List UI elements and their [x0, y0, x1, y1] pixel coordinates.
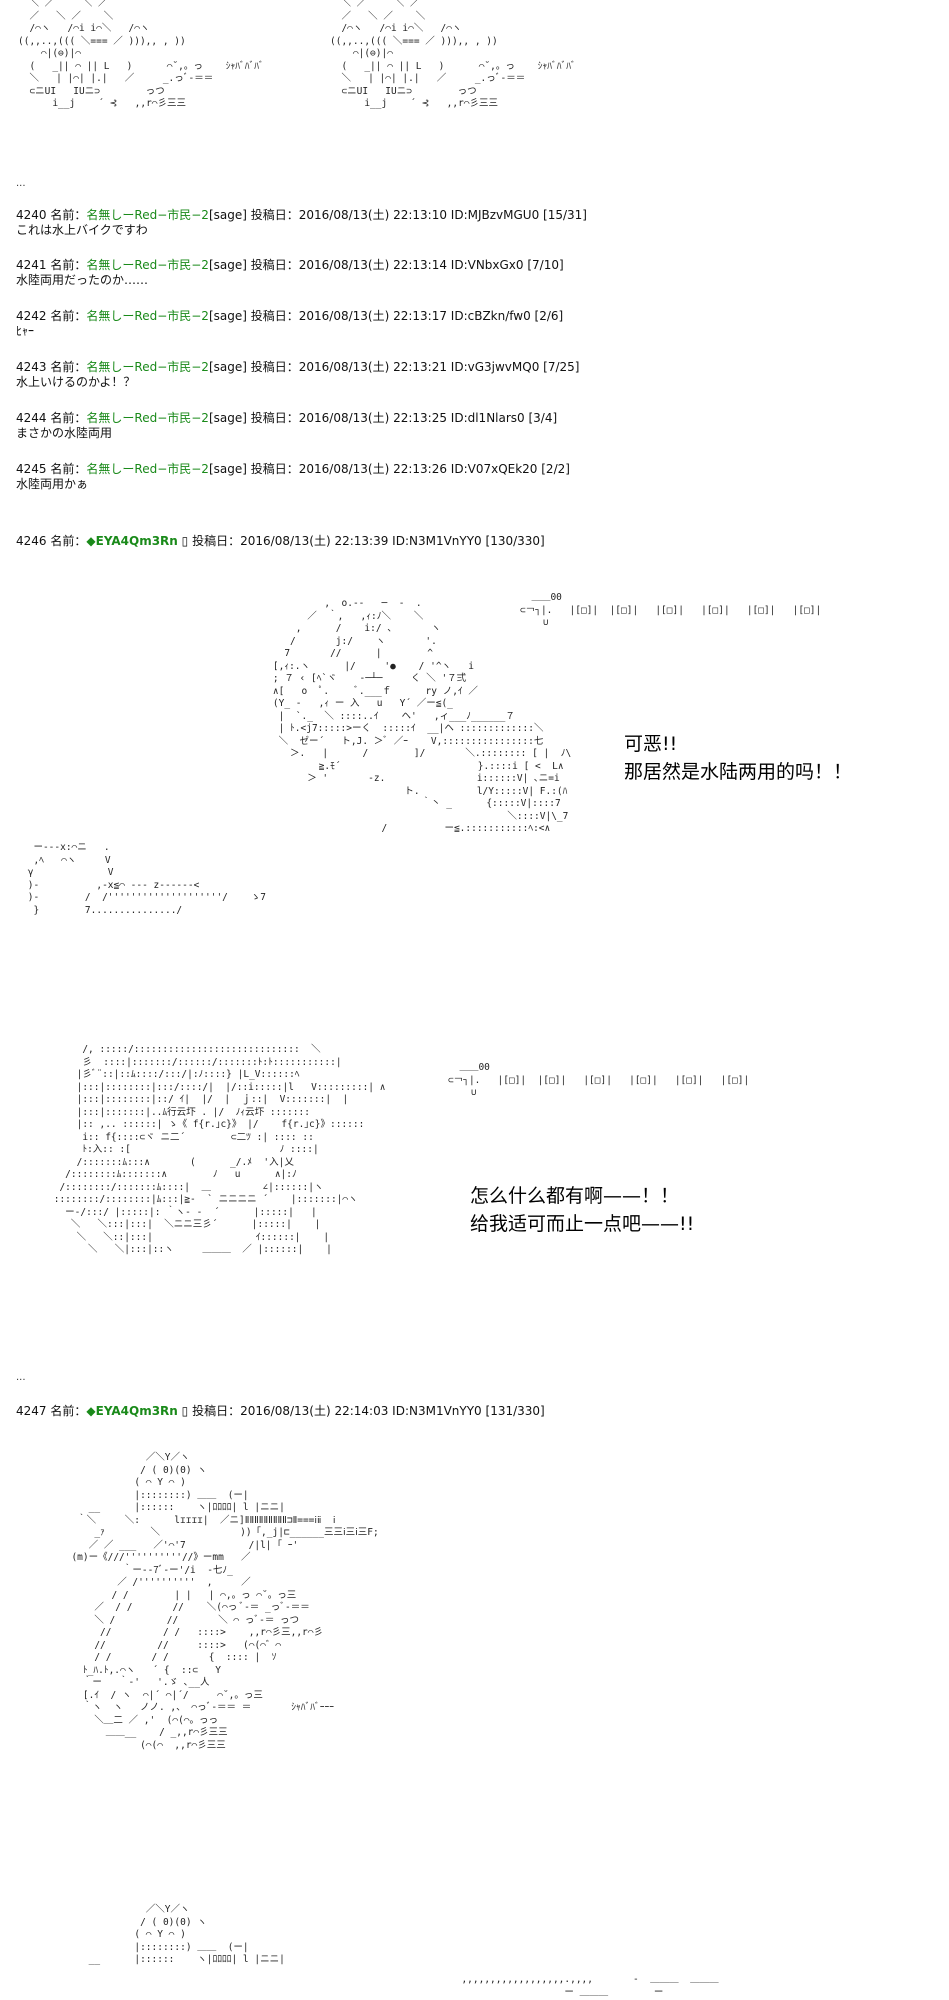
post-number[interactable]: 4246	[16, 534, 47, 548]
post: 4242 名前：名無しーRed−市民−2[sage] 投稿日：2016/08/1…	[16, 309, 563, 339]
post-date: 投稿日：2016/08/13(土) 22:13:14 ID:VNbxGx0 [7…	[250, 258, 564, 272]
header-art-right: ＼ ／ ＼ ／ ／ ＼ ／ ＼ /⌒ヽ /⌒i i⌒＼ /⌒ヽ ((,,..,(…	[330, 0, 576, 109]
name-label: 名前：	[50, 462, 87, 476]
post-body: 水上いけるのかよ！？	[16, 375, 136, 389]
post-date: 投稿日：2016/08/13(土) 22:13:26 ID:V07xQEk20 …	[250, 462, 570, 476]
poster-name[interactable]: 名無しーRed−市民−2	[86, 360, 209, 374]
sage-tag: [sage]	[208, 462, 247, 476]
name-label: 名前：	[50, 360, 87, 374]
post-body: 水陸両用だったのか……	[16, 273, 149, 287]
character-ascii-art: /, :::::/::::::::::::::::::::::::::::: ＼…	[53, 1044, 386, 1255]
dialogue-caption: 怎么什么都有啊——！！ 给我适可而止一点吧——!!	[470, 1182, 694, 1238]
post-number[interactable]: 4244	[16, 411, 47, 425]
post-date: 投稿日：2016/08/13(土) 22:13:25 ID:dl1Nlars0 …	[250, 411, 558, 425]
post-body: ﾋｬｰ	[16, 324, 35, 338]
post-number[interactable]: 4243	[16, 360, 47, 374]
post-date: 投稿日：2016/08/13(土) 22:13:17 ID:cBZkn/fw0 …	[250, 309, 564, 323]
post: 4244 名前：名無しーRed−市民−2[sage] 投稿日：2016/08/1…	[16, 411, 557, 441]
post: 4245 名前：名無しーRed−市民−2[sage] 投稿日：2016/08/1…	[16, 462, 570, 492]
sage-tag: [sage]	[208, 208, 247, 222]
poster-name[interactable]: 名無しーRed−市民−2	[86, 208, 209, 222]
post: 4240 名前：名無しーRed−市民−2[sage] 投稿日：2016/08/1…	[16, 208, 587, 238]
post-header-4246: 4246 名前：◆EYA4Qm3Rn ▯ 投稿日：2016/08/13(土) 2…	[16, 534, 545, 549]
post-number[interactable]: 4240	[16, 208, 47, 222]
post-body: まさかの水陸両用	[16, 426, 113, 440]
sage-tag: [sage]	[208, 360, 247, 374]
name-label: 名前：	[50, 208, 87, 222]
speed-lines-ascii-art: ,,,,,,,,,,,,,,,,,,.,,,, ‐ ＿＿＿ ＿＿＿ ー ＿＿＿ …	[461, 1974, 719, 1998]
gun-ascii-art: ＿＿00 ⊂￢┐|. |[□]| |[□]| |[□]| |[□]| |[□]|…	[520, 592, 822, 628]
caption-line: 怎么什么都有啊——！！	[470, 1185, 680, 1207]
mail-icon[interactable]: ▯	[181, 534, 189, 548]
sage-tag: [sage]	[208, 411, 247, 425]
name-label: 名前：	[50, 309, 87, 323]
post-date: 投稿日：2016/08/13(土) 22:13:39 ID:N3M1VnYY0 …	[192, 534, 545, 548]
poster-trip[interactable]: ◆EYA4Qm3Rn	[86, 534, 178, 548]
vehicle-ascii-art: ー‐‐-x:⌒ニ . ,ﾍ ⌒ヽ V γ V )- ,-x≦⌒ ‐‐‐ z‐‐-…	[27, 842, 266, 916]
post-date: 投稿日：2016/08/13(土) 22:13:10 ID:MJBzvMGU0 …	[250, 208, 587, 222]
post-number[interactable]: 4242	[16, 309, 47, 323]
poster-name[interactable]: 名無しーRed−市民−2	[86, 309, 209, 323]
character-ascii-art: , o.-‐ ─ ‐ . ／ ｀, ,ｨ:ﾉ＼ ＼ , / i:/ 、 ヽ / …	[272, 598, 572, 834]
post-date: 投稿日：2016/08/13(土) 22:13:21 ID:vG3jwvMQ0 …	[250, 360, 580, 374]
name-label: 名前：	[50, 258, 87, 272]
post: 4241 名前：名無しーRed−市民−2[sage] 投稿日：2016/08/1…	[16, 258, 564, 288]
name-label: 名前：	[50, 1404, 87, 1418]
post-date: 投稿日：2016/08/13(土) 22:14:03 ID:N3M1VnYY0 …	[192, 1404, 545, 1418]
poster-name[interactable]: 名無しーRed−市民−2	[86, 258, 209, 272]
caption-line: 给我适可而止一点吧——!!	[470, 1213, 695, 1235]
poster-name[interactable]: 名無しーRed−市民−2	[86, 462, 209, 476]
name-label: 名前：	[50, 411, 87, 425]
post-body: 水陸両用かぁ	[16, 477, 89, 491]
sage-tag: [sage]	[208, 258, 247, 272]
post-number[interactable]: 4241	[16, 258, 47, 272]
post: 4243 名前：名無しーRed−市民−2[sage] 投稿日：2016/08/1…	[16, 360, 579, 390]
gunner-ascii-art: ／＼Y／ヽ / ( 0)(0) ヽ ( ⌒ Y ⌒ ) |::::::::) ＿…	[71, 1452, 379, 1751]
sage-tag: [sage]	[208, 309, 247, 323]
post-number[interactable]: 4245	[16, 462, 47, 476]
poster-trip[interactable]: ◆EYA4Qm3Rn	[86, 1404, 178, 1418]
caption-line: 那居然是水陆两用的吗！！	[624, 761, 853, 783]
post-body: これは水上バイクですわ	[16, 223, 148, 237]
post-header-4247: 4247 名前：◆EYA4Qm3Rn ▯ 投稿日：2016/08/13(土) 2…	[16, 1404, 545, 1419]
separator: ...	[16, 1372, 26, 1383]
header-art-left: ＼ ／ ＼ ／ ／ ＼ ／ ＼ /⌒ヽ /⌒i i⌒＼ /⌒ヽ ((,,..,(…	[18, 0, 264, 109]
mail-icon[interactable]: ▯	[181, 1404, 189, 1418]
separator: ...	[16, 178, 26, 189]
gunner-ascii-art: ／＼Y／ヽ / ( 0)(0) ヽ ( ⌒ Y ⌒ ) |::::::::) ＿…	[88, 1904, 285, 1965]
dialogue-caption: 可恶!! 那居然是水陆两用的吗！！	[624, 730, 852, 786]
caption-line: 可恶!!	[624, 733, 678, 755]
gun-ascii-art: ＿＿00 ⊂￢┐|. |[□]| |[□]| |[□]| |[□]| |[□]|…	[448, 1062, 750, 1098]
name-label: 名前：	[50, 534, 87, 548]
post-number[interactable]: 4247	[16, 1404, 47, 1418]
poster-name[interactable]: 名無しーRed−市民−2	[86, 411, 209, 425]
